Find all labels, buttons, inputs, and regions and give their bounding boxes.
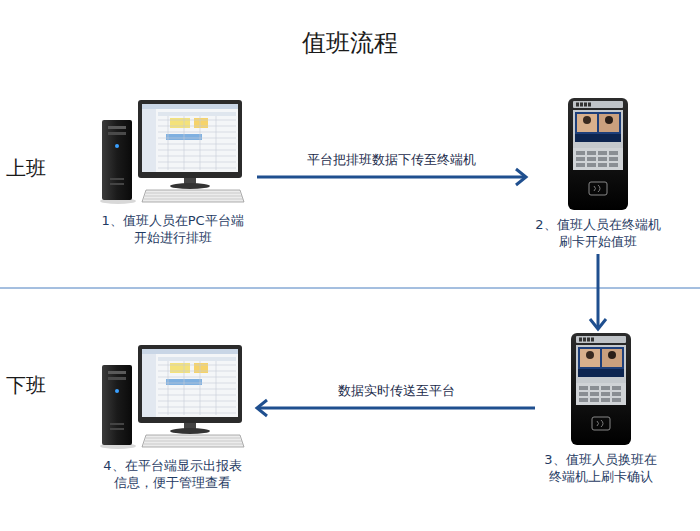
device-picture: [100, 100, 244, 204]
step-caption: 3、值班人员换班在 终端机上刷卡确认: [543, 451, 658, 485]
arrow-label: 数据实时传送至平台: [334, 382, 459, 399]
terminal-illustration: [568, 333, 634, 445]
flow-arrow: [257, 400, 535, 416]
arrow-label: 平台把排班数据下传至终端机: [303, 151, 480, 168]
row-label: 上班: [6, 156, 46, 180]
device-node: 3、值班人员换班在 终端机上刷卡确认: [539, 333, 662, 485]
row-label: 下班: [6, 373, 46, 397]
device-node: 4、在平台端显示出报表 信息，便于管理查看: [96, 343, 249, 491]
diagram-title: 值班流程: [0, 28, 700, 58]
device-node: 2、值班人员在终端机 刷卡开始值班: [530, 98, 666, 250]
flow-arrow: [590, 254, 606, 329]
terminal-illustration: [565, 98, 631, 210]
flow-arrow: [257, 169, 526, 185]
step-caption: 1、值班人员在PC平台端 开始进行排班: [100, 212, 245, 246]
divider-line: [0, 288, 700, 289]
pc-illustration: [100, 343, 245, 451]
arrow-head: [590, 319, 606, 329]
device-node: 1、值班人员在PC平台端 开始进行排班: [96, 98, 249, 246]
pc-illustration: [100, 98, 245, 206]
device-picture: [568, 98, 628, 210]
device-picture: [571, 333, 631, 445]
arrow-head: [257, 400, 267, 416]
step-caption: 2、值班人员在终端机 刷卡开始值班: [534, 216, 662, 250]
arrow-head: [516, 169, 526, 185]
step-caption: 4、在平台端显示出报表 信息，便于管理查看: [102, 457, 243, 491]
arrow-line: [257, 407, 535, 410]
arrow-line: [597, 254, 600, 329]
device-picture: [100, 345, 244, 449]
arrow-line: [257, 176, 526, 179]
